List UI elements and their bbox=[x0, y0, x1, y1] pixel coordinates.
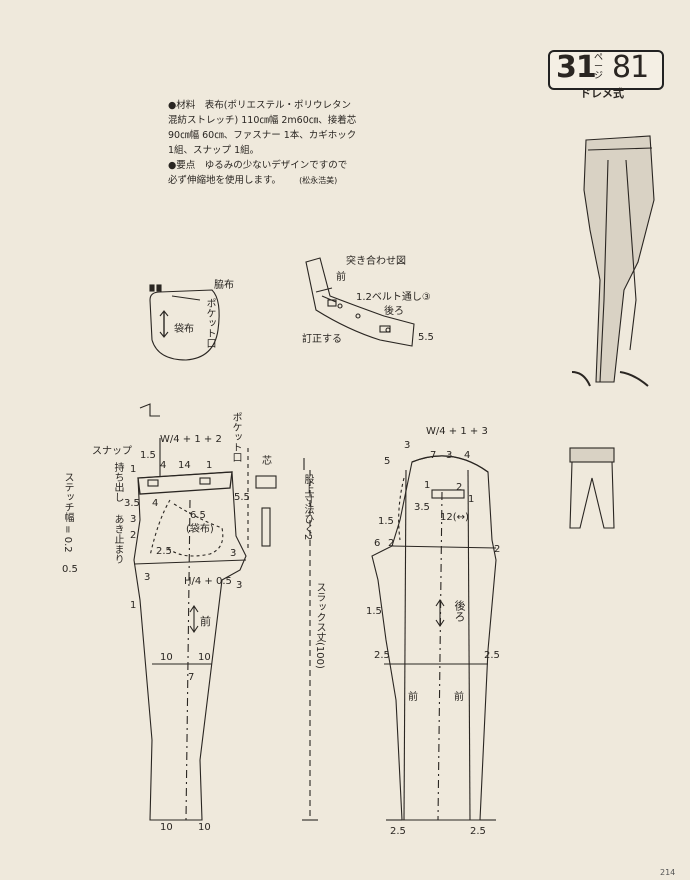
materials-notes: ●材料 表布(ポリエステル・ポリウレタン 混紡ストレッチ) 110㎝幅 2m60… bbox=[168, 98, 386, 188]
notes-line: ●材料 表布(ポリエステル・ポリウレタン bbox=[168, 100, 351, 111]
front-dim-label: 3.5 bbox=[124, 498, 140, 509]
front-dim-label: 10 bbox=[160, 822, 173, 833]
front-dim-label: 2.5 bbox=[156, 546, 172, 557]
front-dim-label: 1.5 bbox=[140, 450, 156, 461]
front-dim-label: 1 bbox=[206, 460, 213, 471]
back-dim-label: 1 bbox=[424, 480, 431, 491]
notes-line: 1組、スナップ 1組。 bbox=[168, 145, 260, 156]
back-pants-pattern bbox=[371, 455, 497, 821]
front-dim-label: 10 bbox=[198, 652, 211, 663]
front-dim-label: 7 bbox=[188, 672, 195, 683]
back-dim-label: 3.5 bbox=[414, 502, 430, 513]
front-dim-label: 3 bbox=[236, 580, 243, 591]
front-dim-label: 3 bbox=[230, 548, 237, 559]
back-dim-label: 1 bbox=[468, 494, 475, 505]
notes-line-text: 必ず伸縮地を使用します。 bbox=[168, 175, 282, 186]
notes-line: 必ず伸縮地を使用します。 (松永浩美) bbox=[168, 173, 386, 188]
back-dim-label: 5 bbox=[384, 456, 391, 467]
front-piece-label: 前 bbox=[200, 615, 211, 628]
back-dim-label: 12(↔) bbox=[440, 512, 469, 523]
belt-correct-label: 訂正する bbox=[302, 334, 342, 345]
back-dim-label: 2 bbox=[388, 538, 395, 549]
pocket-bag-diagram bbox=[149, 284, 220, 361]
front-dim-label: 4 bbox=[152, 498, 159, 509]
back-front-ref-label: 前 bbox=[454, 692, 464, 703]
stitch-width-value: 0.5 bbox=[62, 564, 78, 575]
pocket-opening-label: ポケット口 bbox=[204, 298, 215, 348]
notes-line: 混紡ストレッチ) 110㎝幅 2m60㎝、接着芯 bbox=[168, 115, 357, 126]
front-dim-label: 10 bbox=[160, 652, 173, 663]
back-dim-label: 1.5 bbox=[378, 516, 394, 527]
belt-loop-text: 1.2ベルト通し bbox=[356, 292, 422, 303]
front-dim-label: 6.5 bbox=[190, 510, 206, 521]
front-dim-label: 2 bbox=[130, 530, 137, 541]
front-dim-label: 14 bbox=[178, 460, 191, 471]
back-dim-label: 3 bbox=[446, 450, 453, 461]
designer-credit: (松永浩美) bbox=[299, 176, 338, 185]
back-dim-label: 2 bbox=[456, 482, 463, 493]
back-dim-label: 2.5 bbox=[484, 650, 500, 661]
back-dim-label: 2 bbox=[494, 544, 501, 555]
back-piece-label: 後ろ bbox=[453, 600, 466, 622]
badge-subtitle: ドレメ式 bbox=[580, 87, 624, 100]
belt-title: 突き合わせ図 bbox=[346, 256, 406, 267]
front-pocket-bag-label: (袋布) bbox=[186, 524, 214, 535]
front-dim-label: 4 bbox=[160, 460, 167, 471]
slacks-length-label: スラックス丈(100) bbox=[314, 582, 325, 669]
front-snap-label: スナップ bbox=[92, 446, 132, 457]
back-dim-label: 6 bbox=[374, 538, 381, 549]
page-badge: 31 ページ 81 bbox=[548, 50, 664, 90]
rise-label: 股上寸法ひく2 bbox=[302, 474, 313, 541]
front-dim-label: 1 bbox=[130, 600, 137, 611]
back-dim-label: 3 bbox=[404, 440, 411, 451]
front-dim-label: 3 bbox=[130, 514, 137, 525]
belt-loop-label: 1.2ベルト通し③ bbox=[356, 292, 431, 303]
front-opening-end-label: あき止まり bbox=[112, 514, 123, 564]
back-dim-label: 4 bbox=[464, 450, 471, 461]
notes-line: ●要点 ゆるみの少ないデザインですので bbox=[168, 160, 348, 171]
back-front-ref-label: 前 bbox=[408, 692, 418, 703]
front-dim-label: 1 bbox=[130, 464, 137, 475]
stitch-width-label: ステッチ幅 = 0.2 bbox=[62, 472, 73, 553]
front-pants-pattern bbox=[133, 403, 247, 821]
interfacing-label: 芯 bbox=[262, 456, 272, 467]
front-waist-formula: W/4 + 1 + 2 bbox=[160, 434, 222, 445]
badge-page-word: ページ bbox=[594, 53, 604, 81]
back-dim-label: 7 bbox=[430, 450, 437, 461]
belt-front-label: 前 bbox=[336, 272, 346, 283]
pocket-bag-label: 袋布 bbox=[174, 324, 194, 335]
front-dim-label: 3 bbox=[144, 572, 151, 583]
front-dim-label: 5.5 bbox=[234, 492, 250, 503]
badge-right-number: 81 bbox=[612, 50, 649, 85]
back-dim-label: 2.5 bbox=[374, 650, 390, 661]
belt-loop-number: ③ bbox=[421, 292, 431, 303]
notes-line: 90㎝幅 60㎝、ファスナー 1本、カギホック bbox=[168, 130, 357, 141]
pocket-side-label: 脇布 bbox=[214, 280, 234, 291]
front-pocket-opening-label: ポケット口 bbox=[230, 412, 241, 462]
belt-back-label: 後ろ bbox=[384, 306, 404, 317]
badge-left-number: 31 bbox=[556, 50, 597, 85]
front-hip-formula: H/4 + 0.5 bbox=[184, 576, 232, 587]
back-waist-formula: W/4 + 1 + 3 bbox=[426, 426, 488, 437]
measure-lines bbox=[302, 458, 318, 821]
page-number: 214 bbox=[660, 868, 676, 877]
back-dim-label: 2.5 bbox=[390, 826, 406, 837]
belt-layout-diagram bbox=[305, 257, 415, 347]
back-dim-label: 1.5 bbox=[366, 606, 382, 617]
front-dim-label: 10 bbox=[198, 822, 211, 833]
pants-illustration bbox=[569, 135, 655, 529]
front-fly-extension-label: 持ち出し bbox=[112, 462, 123, 502]
back-dim-label: 2.5 bbox=[470, 826, 486, 837]
belt-width-label: 5.5 bbox=[418, 332, 434, 343]
facing-pieces bbox=[247, 448, 277, 548]
